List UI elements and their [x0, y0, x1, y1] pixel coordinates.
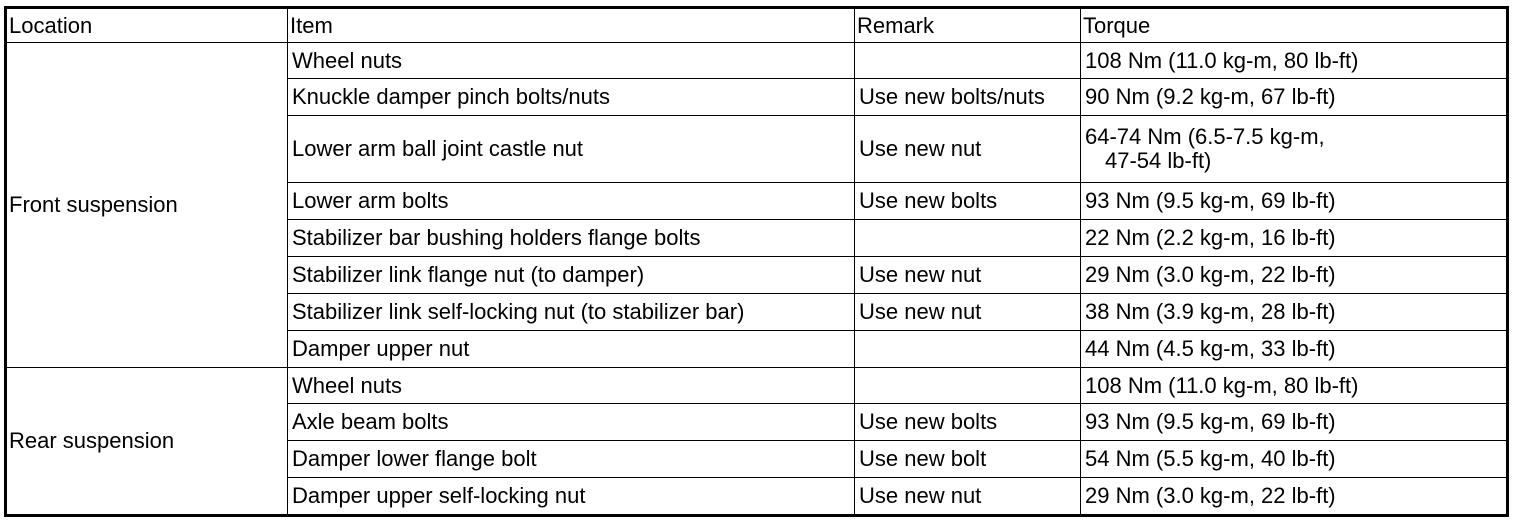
table-row: Knuckle damper pinch bolts/nuts Use new … [6, 78, 1508, 116]
item-cell: Wheel nuts [287, 367, 855, 404]
column-header-location: Location [5, 7, 288, 43]
remark-cell: Use new nut [854, 256, 1081, 294]
item-cell: Damper upper nut [287, 330, 855, 368]
table-row: Damper lower flange bolt Use new bolt 54… [6, 440, 1508, 478]
remark-cell [854, 42, 1081, 79]
table-row: Stabilizer link self-locking nut (to sta… [6, 293, 1508, 331]
table-row: Stabilizer link flange nut (to damper) U… [6, 256, 1508, 294]
table-row: Lower arm bolts Use new bolts 93 Nm (9.5… [6, 182, 1508, 220]
table-row: Front suspension Wheel nuts 108 Nm (11.0… [5, 42, 1508, 368]
torque-cell: 108 Nm (11.0 kg-m, 80 lb-ft) [1080, 367, 1508, 404]
remark-cell: Use new bolts/nuts [854, 78, 1081, 116]
item-cell: Stabilizer link flange nut (to damper) [287, 256, 855, 294]
remark-cell: Use new nut [854, 115, 1081, 183]
column-header-item: Item [287, 7, 855, 43]
torque-cell: 38 Nm (3.9 kg-m, 28 lb-ft) [1080, 293, 1508, 331]
header-row: Location Item Remark Torque [5, 7, 1508, 43]
torque-cell: 90 Nm (9.2 kg-m, 67 lb-ft) [1080, 78, 1508, 116]
torque-spec-table: Location Item Remark Torque Front suspen… [4, 6, 1509, 517]
torque-cell: 22 Nm (2.2 kg-m, 16 lb-ft) [1080, 219, 1508, 257]
torque-cell: 93 Nm (9.5 kg-m, 69 lb-ft) [1080, 182, 1508, 220]
torque-cell: 44 Nm (4.5 kg-m, 33 lb-ft) [1080, 330, 1508, 368]
remark-cell: Use new nut [854, 477, 1081, 516]
column-header-torque: Torque [1080, 7, 1508, 43]
remark-cell [854, 330, 1081, 368]
torque-cell: 93 Nm (9.5 kg-m, 69 lb-ft) [1080, 403, 1508, 441]
item-cell: Lower arm ball joint castle nut [287, 115, 855, 183]
item-cell: Damper upper self-locking nut [287, 477, 855, 516]
torque-cell: 54 Nm (5.5 kg-m, 40 lb-ft) [1080, 440, 1508, 478]
remark-cell: Use new bolts [854, 403, 1081, 441]
table-row: Damper upper nut 44 Nm (4.5 kg-m, 33 lb-… [6, 330, 1508, 368]
item-cell: Stabilizer bar bushing holders flange bo… [287, 219, 855, 257]
location-cell-rear-suspension: Rear suspension [5, 367, 288, 516]
remark-cell [854, 219, 1081, 257]
torque-cell: 29 Nm (3.0 kg-m, 22 lb-ft) [1080, 477, 1508, 516]
item-cell: Lower arm bolts [287, 182, 855, 220]
table-row: Stabilizer bar bushing holders flange bo… [6, 219, 1508, 257]
item-cell: Damper lower flange bolt [287, 440, 855, 478]
item-cell: Knuckle damper pinch bolts/nuts [287, 78, 855, 116]
torque-cell: 108 Nm (11.0 kg-m, 80 lb-ft) [1080, 42, 1508, 79]
item-cell: Axle beam bolts [287, 403, 855, 441]
table-row: Axle beam bolts Use new bolts 93 Nm (9.5… [6, 403, 1508, 441]
torque-line-1: 64-74 Nm (6.5-7.5 kg-m, [1085, 124, 1325, 149]
remark-cell: Use new bolts [854, 182, 1081, 220]
location-cell-front-suspension: Front suspension [5, 42, 288, 368]
table-row: Damper upper self-locking nut Use new nu… [6, 477, 1508, 516]
column-header-remark: Remark [854, 7, 1081, 43]
remark-cell: Use new bolt [854, 440, 1081, 478]
item-cell: Stabilizer link self-locking nut (to sta… [287, 293, 855, 331]
torque-line-2: 47-54 lb-ft) [1105, 148, 1212, 173]
remark-cell [854, 367, 1081, 404]
torque-cell: 64-74 Nm (6.5-7.5 kg-m, 47-54 lb-ft) [1080, 115, 1508, 183]
remark-cell: Use new nut [854, 293, 1081, 331]
torque-cell: 29 Nm (3.0 kg-m, 22 lb-ft) [1080, 256, 1508, 294]
item-cell: Wheel nuts [287, 42, 855, 79]
table-row: Rear suspension Wheel nuts 108 Nm (11.0 … [5, 367, 1508, 516]
